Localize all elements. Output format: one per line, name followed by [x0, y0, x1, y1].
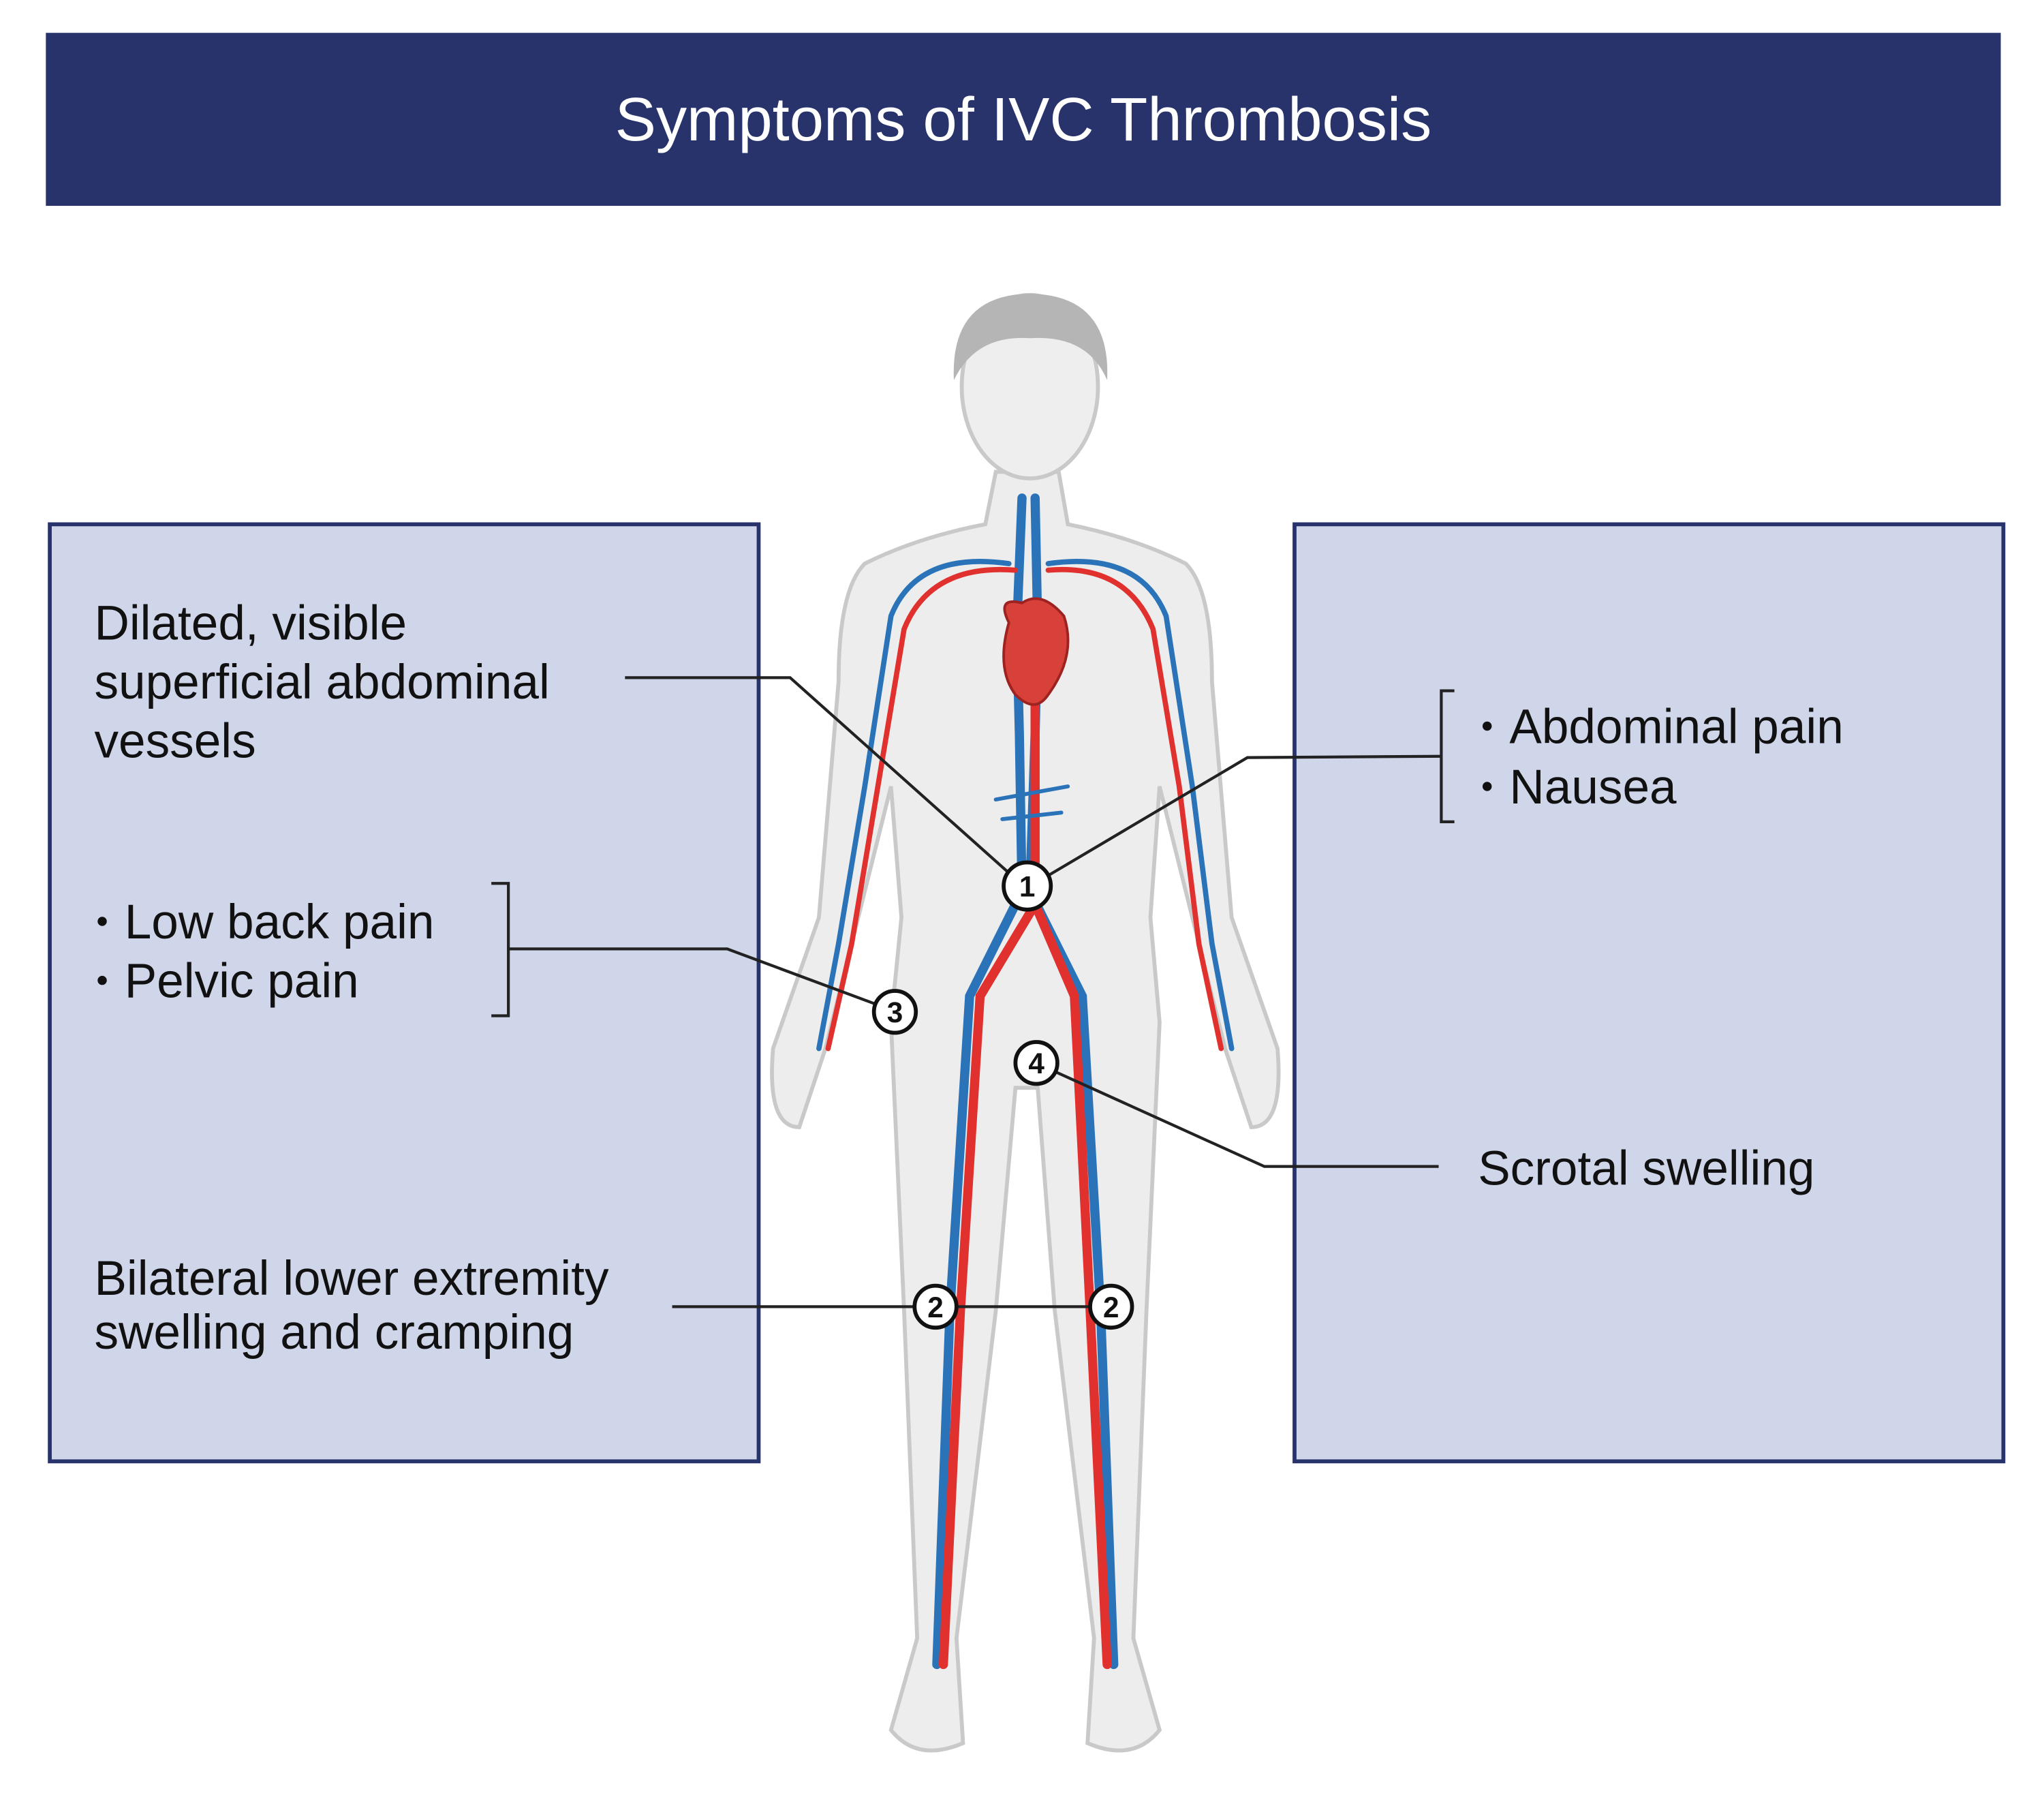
bullet — [1482, 721, 1492, 731]
lower-extremity-line-2: swelling and cramping — [94, 1306, 574, 1360]
heart — [1002, 597, 1070, 706]
svg-text:2: 2 — [927, 1291, 944, 1323]
marker-1: 1 — [1002, 860, 1053, 912]
pelvic-pain: Pelvic pain — [125, 955, 359, 1009]
title-bar — [46, 33, 2001, 206]
bullet — [1482, 782, 1492, 791]
lower-extremity-line-1: Bilateral lower extremity — [94, 1252, 609, 1306]
bracket-right — [1440, 689, 1455, 823]
marker-2-left: 2 — [912, 1283, 959, 1330]
connector-3 — [508, 947, 876, 1006]
title: Symptoms of IVC Thrombosis — [615, 85, 1432, 154]
abdominal-vessels-line-1: Dilated, visible — [94, 597, 407, 651]
abdominal-vessels-line-3: vessels — [94, 715, 256, 769]
connector-4 — [1055, 1071, 1439, 1168]
marker-4: 4 — [1013, 1040, 1059, 1086]
left-panel — [48, 522, 761, 1464]
abdominal-pain: Abdominal pain — [1509, 701, 1843, 754]
connector-1-left — [625, 676, 1010, 874]
svg-text:4: 4 — [1028, 1047, 1044, 1079]
low-back-pain: Low back pain — [125, 895, 435, 949]
marker-2-right: 2 — [1088, 1283, 1134, 1330]
human-body-illustration — [770, 292, 1281, 1753]
svg-text:2: 2 — [1103, 1291, 1119, 1323]
svg-text:1: 1 — [1019, 871, 1036, 903]
scrotal-swelling: Scrotal swelling — [1478, 1142, 1814, 1196]
hair — [953, 293, 1108, 380]
connector-1-right — [1047, 754, 1442, 877]
svg-text:3: 3 — [887, 996, 903, 1028]
nausea: Nausea — [1509, 761, 1677, 814]
abdominal-vessels-line-2: superficial abdominal — [94, 656, 549, 709]
right-panel — [1292, 522, 2006, 1464]
bullet — [97, 975, 107, 985]
marker-3: 3 — [871, 989, 918, 1035]
bullet — [97, 917, 107, 926]
